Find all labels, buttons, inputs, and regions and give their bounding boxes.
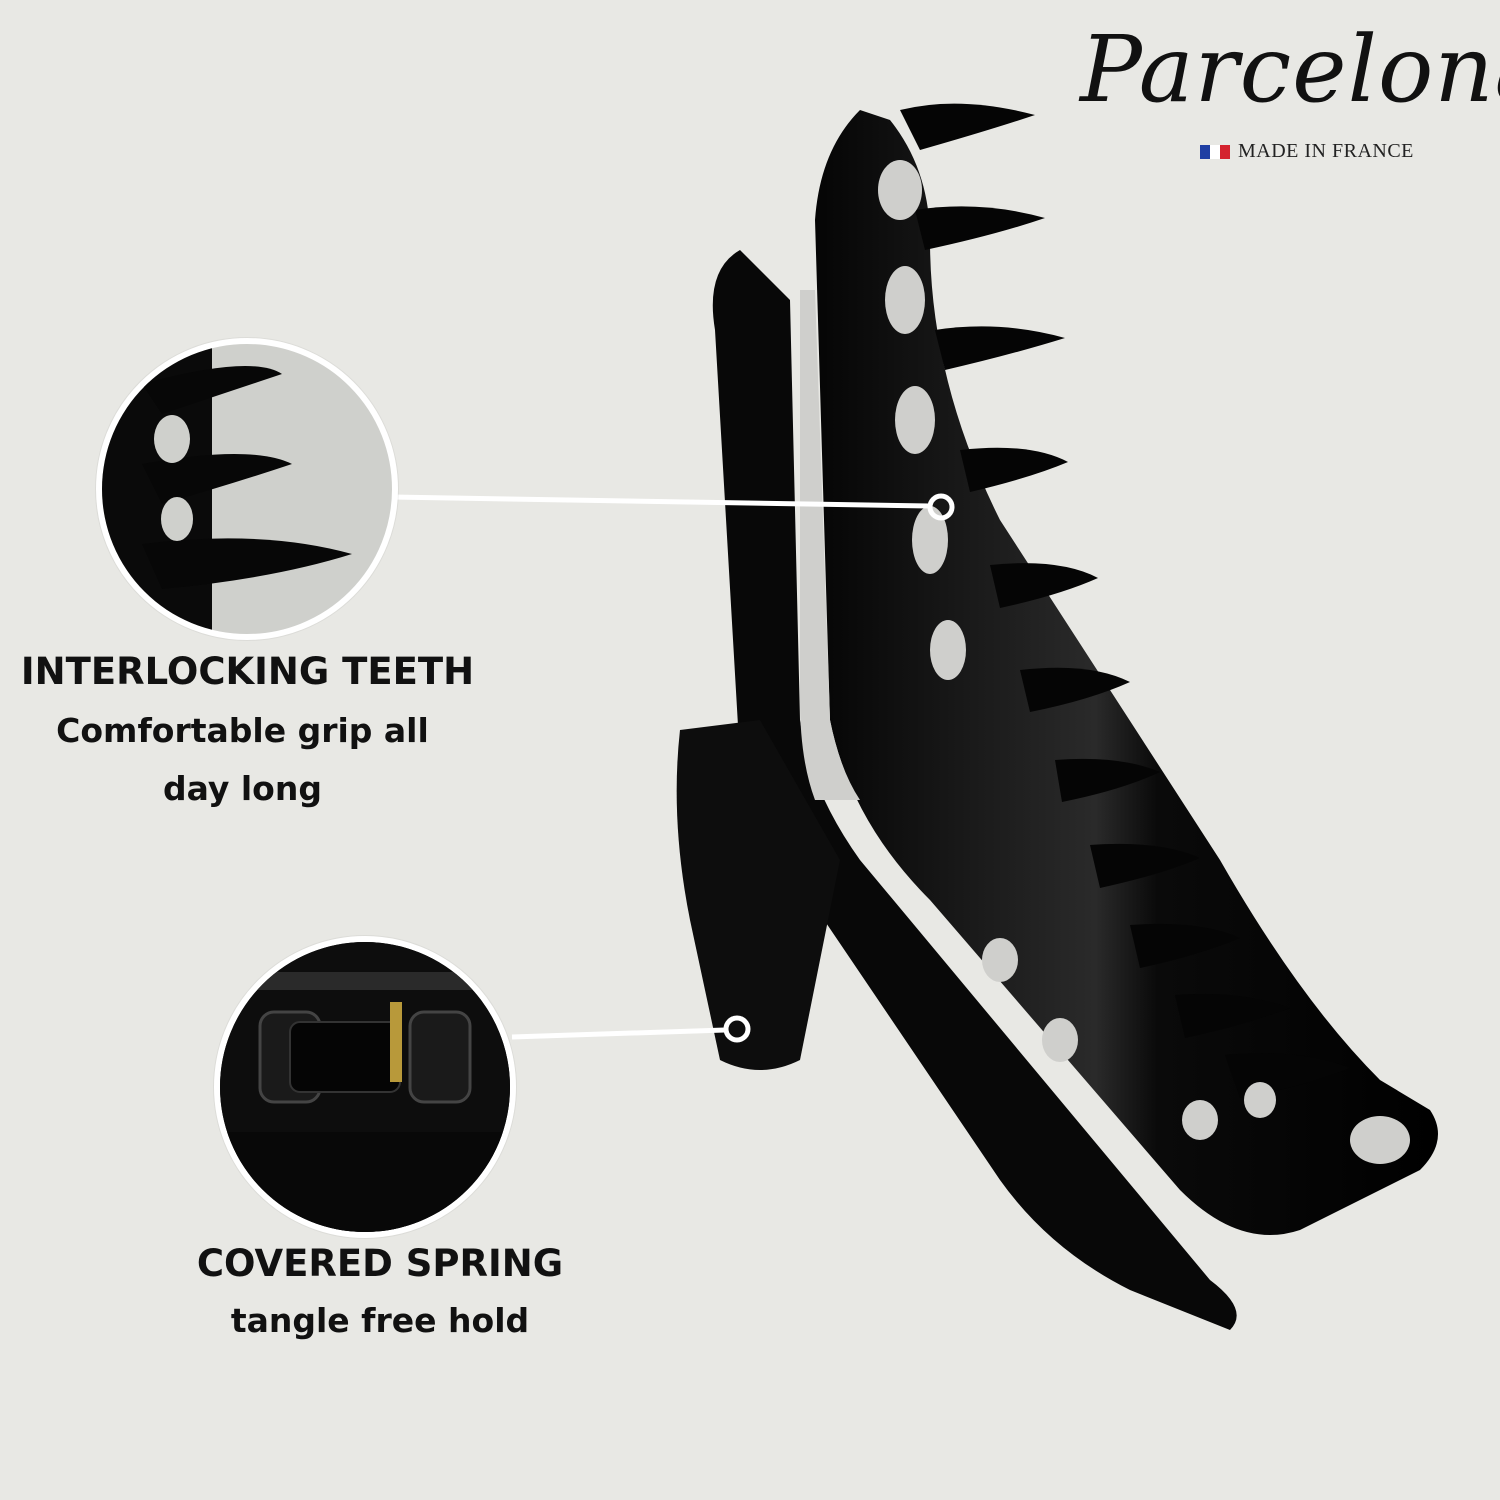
clip-tooth-holes xyxy=(878,160,1410,1164)
callout-subtitle-teeth: Comfortable grip all day long xyxy=(40,702,445,818)
callout-subtitle-spring: tangle free hold xyxy=(160,1292,600,1350)
callout-title-teeth: INTERLOCKING TEETH xyxy=(20,650,475,693)
callout-subtitle-line: day long xyxy=(163,769,322,808)
callout-subtitle-line: tangle free hold xyxy=(230,1301,530,1340)
spring-detail-image xyxy=(214,936,516,1238)
clip-handle xyxy=(676,720,840,1070)
connector-line-teeth xyxy=(391,494,931,509)
clip-window xyxy=(800,290,860,800)
french-flag-icon xyxy=(1200,144,1230,159)
callout-subtitle-line: Comfortable grip all xyxy=(56,711,429,750)
callout-title-spring: COVERED SPRING xyxy=(196,1242,564,1285)
brand-logo: Parcelona MADE IN FRANCE xyxy=(1080,10,1500,180)
clip-teeth xyxy=(900,103,1350,1098)
teeth-closeup xyxy=(102,344,352,634)
origin-badge: MADE IN FRANCE xyxy=(1200,140,1414,163)
connector-dot-spring xyxy=(723,1015,751,1043)
connector-line-spring xyxy=(511,1027,726,1040)
teeth-detail-image xyxy=(96,338,398,640)
connector-dot-teeth xyxy=(927,493,955,521)
spring-closeup xyxy=(220,942,510,1232)
brand-name: Parcelona xyxy=(1080,16,1500,123)
origin-text: MADE IN FRANCE xyxy=(1238,140,1414,162)
